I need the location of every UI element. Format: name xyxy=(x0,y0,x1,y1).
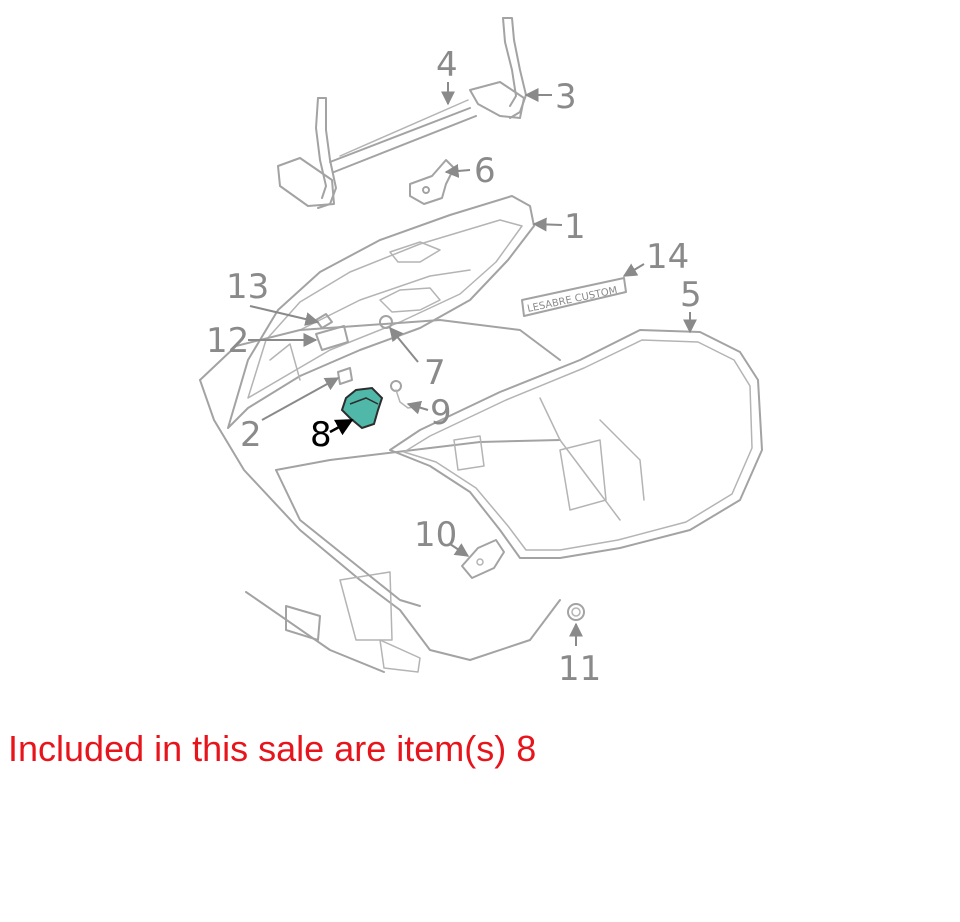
callout-4: 4 xyxy=(436,45,458,85)
car-body-illustration xyxy=(199,319,561,673)
callout-6: 6 xyxy=(474,151,496,191)
deck-lid-illustration xyxy=(227,195,535,429)
part-8-highlight xyxy=(340,386,384,430)
callout-12: 12 xyxy=(206,321,249,361)
callout-7: 7 xyxy=(424,353,446,393)
callout-labels: 1 2 3 4 5 6 7 8 9 10 11 12 13 14 xyxy=(206,45,702,689)
callout-11: 11 xyxy=(558,649,601,689)
callout-8: 8 xyxy=(310,415,332,455)
callout-5: 5 xyxy=(680,275,702,315)
hinge-assembly-illustration xyxy=(277,17,527,209)
callout-9: 9 xyxy=(430,393,452,433)
callout-arrows xyxy=(248,82,697,646)
sale-note: Included in this sale are item(s) 8 xyxy=(8,728,537,769)
callout-10: 10 xyxy=(414,515,457,555)
trunk-parts-diagram: LESABRE CUSTOM xyxy=(199,17,763,689)
callout-14: 14 xyxy=(646,237,689,277)
callout-2: 2 xyxy=(240,415,262,455)
weatherstrip-illustration xyxy=(389,329,763,559)
emblem-14-illustration: LESABRE CUSTOM xyxy=(521,277,627,317)
plug-11-illustration xyxy=(567,603,585,621)
callout-1: 1 xyxy=(564,207,586,247)
callout-13: 13 xyxy=(226,267,269,307)
callout-3: 3 xyxy=(555,77,577,117)
bracket-6-illustration xyxy=(409,159,455,205)
bracket-10-illustration xyxy=(461,539,505,579)
